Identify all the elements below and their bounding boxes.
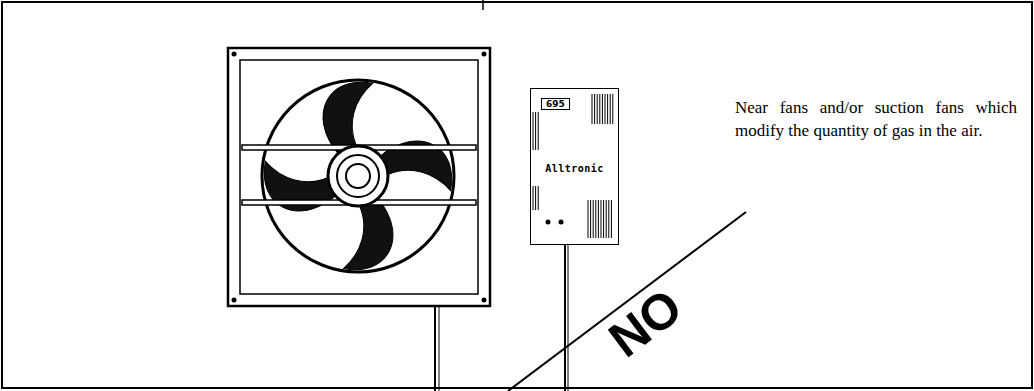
vent-slit [608,200,609,238]
vent-slit [535,186,536,210]
vent-slit [607,94,608,124]
brand-name: Alltronic [531,163,618,174]
fan-pole [439,306,440,391]
detector-pole [564,245,566,391]
vent-slit [538,186,539,210]
fan-hub [346,164,370,188]
vent-slit [606,200,607,238]
fan-blade [375,129,463,196]
diagonal-rule [508,212,746,391]
vent-slit [610,94,611,124]
fan-illustration [228,48,490,391]
fan-frame [240,60,478,294]
vent-slit [612,94,613,124]
vent-slit [533,186,534,210]
fan-ring [262,80,454,272]
vent-slit [605,94,606,124]
frame-tick [482,0,484,10]
led [546,220,551,225]
vent-slit [597,94,598,124]
detector-illustration [533,94,613,391]
led [559,220,564,225]
screw [482,298,487,303]
vent-slit [603,200,604,238]
vent-slit [533,112,534,150]
fan-housing [228,48,490,306]
fan-blades [253,71,464,282]
fan-hub [328,146,388,206]
vent-slit [598,200,599,238]
vent-slit [590,200,591,238]
vent-slit [538,112,539,150]
vent-slit [602,94,603,124]
screw [482,52,487,57]
fan-hub [337,155,379,197]
gas-detector-box: 695Alltronic [530,88,619,245]
screw [232,52,237,57]
fan-blade [253,156,341,223]
screw [232,298,237,303]
vent-slit [611,200,612,238]
fan-blade [338,193,405,281]
vent-slit [595,200,596,238]
warning-note: Near fans and/or suction fans which modi… [735,96,1017,142]
vent-slit [535,112,536,150]
vent-slit [599,94,600,124]
vent-slit [601,200,602,238]
vent-slit [592,94,593,124]
vent-slit [594,94,595,124]
detector-pole [568,245,569,391]
vent-slit [588,200,589,238]
vent-slit [593,200,594,238]
fan-pole [434,306,436,391]
prohibition-mark: NO [601,280,691,365]
model-number: 695 [541,98,570,110]
